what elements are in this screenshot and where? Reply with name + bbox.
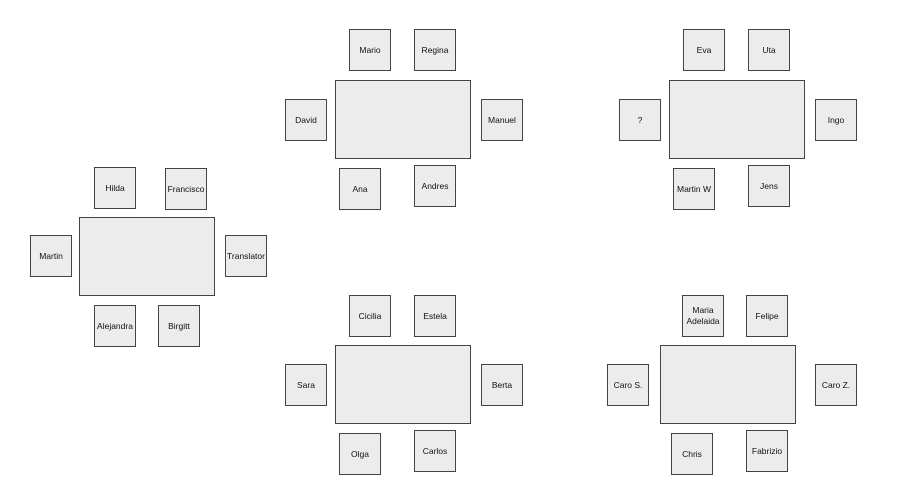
seat-olga: Olga xyxy=(339,433,381,475)
seat-cicilia: Cicilia xyxy=(349,295,391,337)
seat-ingo: Ingo xyxy=(815,99,857,141)
seat-andres: Andres xyxy=(414,165,456,207)
seat-martin-w: Martin W xyxy=(673,168,715,210)
seat-caro-s: Caro S. xyxy=(607,364,649,406)
seat-sara: Sara xyxy=(285,364,327,406)
table-5 xyxy=(660,345,796,424)
seat-estela: Estela xyxy=(414,295,456,337)
seat-ana: Ana xyxy=(339,168,381,210)
seat-chris: Chris xyxy=(671,433,713,475)
table-3 xyxy=(669,80,805,159)
seat-felipe: Felipe xyxy=(746,295,788,337)
seat-manuel: Manuel xyxy=(481,99,523,141)
seat-martin: Martin xyxy=(30,235,72,277)
table-4 xyxy=(335,345,471,424)
seat-mario: Mario xyxy=(349,29,391,71)
table-1 xyxy=(79,217,215,296)
seat-regina: Regina xyxy=(414,29,456,71)
seat-birgitt: Birgitt xyxy=(158,305,200,347)
seat-translator: Translator xyxy=(225,235,267,277)
seat-fabrizio: Fabrizio xyxy=(746,430,788,472)
seat-berta: Berta xyxy=(481,364,523,406)
seat-eva: Eva xyxy=(683,29,725,71)
seat-caro-z: Caro Z. xyxy=(815,364,857,406)
table-2 xyxy=(335,80,471,159)
seat-hilda: Hilda xyxy=(94,167,136,209)
seat-francisco: Francisco xyxy=(165,168,207,210)
seat-uta: Uta xyxy=(748,29,790,71)
seat-maria-adelaida: Maria Adelaida xyxy=(682,295,724,337)
seat-jens: Jens xyxy=(748,165,790,207)
seat-alejandra: Alejandra xyxy=(94,305,136,347)
seat-unknown: ? xyxy=(619,99,661,141)
seat-david: David xyxy=(285,99,327,141)
seat-carlos: Carlos xyxy=(414,430,456,472)
